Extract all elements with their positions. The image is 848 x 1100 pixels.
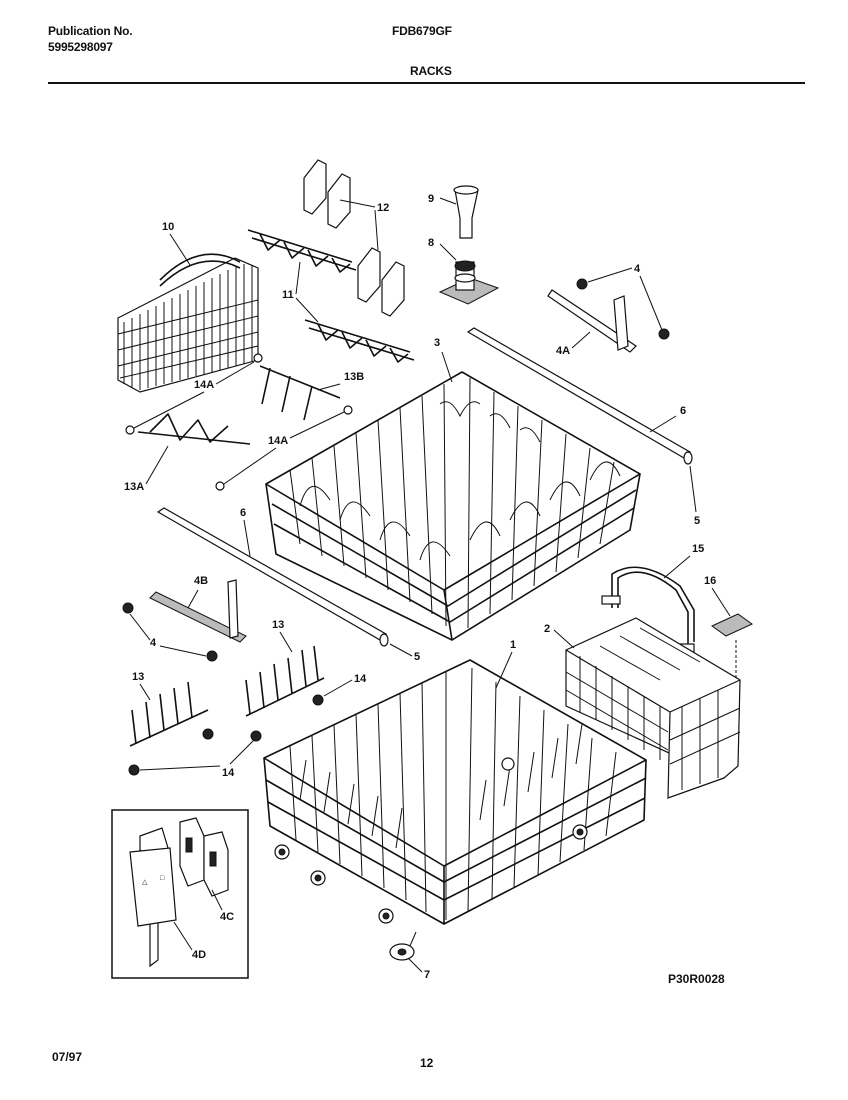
- part-6-rail-upper: [466, 327, 693, 465]
- part-13-tines-right: [245, 645, 325, 717]
- part-4A-rack-stop: [547, 278, 670, 353]
- svg-text:△: △: [142, 879, 148, 886]
- part-9-bearing: [453, 185, 479, 239]
- callout-13-right: 13: [272, 619, 284, 631]
- callout-14A-upper: 14A: [194, 379, 214, 391]
- part-12-clips: [303, 159, 405, 317]
- part-6-rail-lower: [156, 507, 389, 647]
- part-13A-clip: [125, 405, 353, 491]
- header-rule: [48, 82, 805, 84]
- callout-13B: 13B: [344, 371, 364, 383]
- section-title: RACKS: [410, 64, 452, 78]
- callout-3: 3: [434, 337, 440, 349]
- part-14-clips: [128, 694, 324, 776]
- callout-5-upper: 5: [694, 515, 700, 527]
- callout-4C: 4C: [220, 911, 234, 923]
- callout-4-lower: 4: [150, 637, 157, 649]
- callout-4-upper: 4: [634, 263, 641, 275]
- model-number: FDB679GF: [392, 24, 452, 38]
- part-10-basket: [117, 253, 259, 393]
- callout-15: 15: [692, 543, 704, 555]
- callout-16: 16: [704, 575, 716, 587]
- page-number: 12: [420, 1056, 434, 1070]
- part-8-manifold: [438, 260, 500, 305]
- callout-2: 2: [544, 623, 550, 635]
- publication-number: 5995298097: [48, 40, 113, 54]
- callout-5-lower: 5: [414, 651, 420, 663]
- callout-4D: 4D: [192, 949, 206, 961]
- callout-14-lower: 14: [222, 767, 235, 779]
- callout-11: 11: [282, 289, 294, 301]
- callout-1: 1: [510, 639, 516, 651]
- part-16-label-insert: [711, 613, 753, 686]
- publication-label: Publication No.: [48, 24, 133, 38]
- callout-14-upper: 14: [354, 673, 367, 685]
- part-11-tine-row-upper: [247, 229, 357, 273]
- callout-6-lower: 6: [240, 507, 246, 519]
- part-11-tine-row-lower: [304, 319, 415, 363]
- callout-14A-lower: 14A: [268, 435, 288, 447]
- part-7-roller: [389, 931, 417, 961]
- part-2-silverware-basket: [565, 617, 741, 799]
- footer-date: 07/97: [52, 1050, 83, 1064]
- callout-6-upper: 6: [680, 405, 686, 417]
- part-1-lower-rack: [263, 659, 647, 925]
- inset-detail-box: △ □: [111, 809, 249, 979]
- callout-10: 10: [162, 221, 174, 233]
- part-13B-clip: [253, 353, 341, 421]
- callout-13-left: 13: [132, 671, 144, 683]
- callout-8-upper: 8: [428, 237, 434, 249]
- callout-12: 12: [377, 202, 389, 214]
- part-13-tines-left: [129, 681, 209, 747]
- callout-4A: 4A: [556, 345, 570, 357]
- part-4B-rack-stop: [122, 579, 247, 662]
- callout-9: 9: [428, 193, 434, 205]
- svg-text:□: □: [160, 875, 165, 882]
- drawing-code: P30R0028: [668, 972, 725, 986]
- callout-4B: 4B: [194, 575, 208, 587]
- callout-7: 7: [424, 969, 430, 981]
- callout-13A: 13A: [124, 481, 144, 493]
- part-3-upper-rack: [265, 371, 641, 641]
